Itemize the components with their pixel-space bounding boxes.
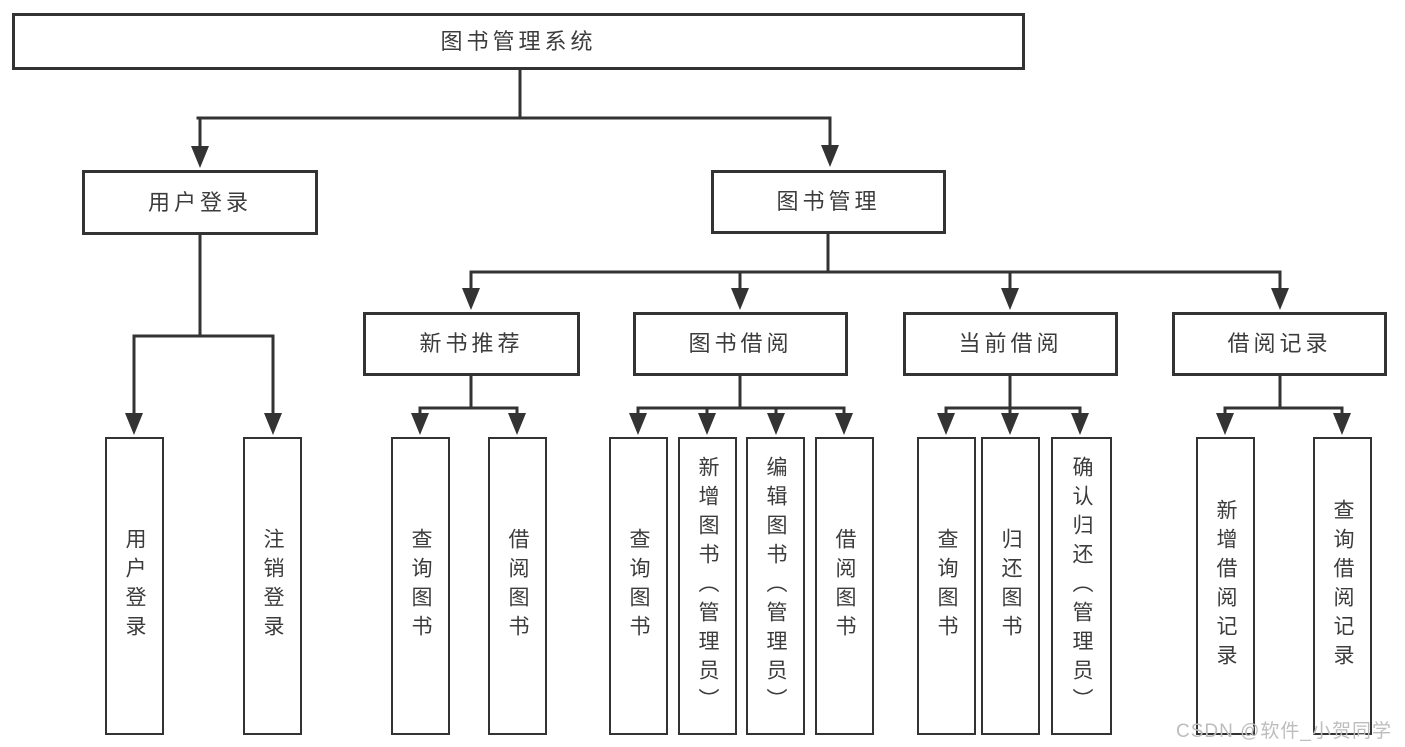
connector-borrowrecords-to-leaves (1223, 374, 1344, 420)
leaf-query-books-borrow: 查询图书 (609, 437, 668, 735)
leaf-borrow-books-recommend: 借阅图书 (488, 437, 547, 735)
connector-currentborrow-to-leaves (944, 374, 1082, 420)
watermark: CSDN @软件_小贺同学 (1176, 721, 1392, 742)
arrowheads (125, 145, 1351, 435)
node-book-management: 图书管理 (711, 170, 946, 234)
connector-newbooks-to-leaves (418, 374, 519, 420)
leaf-return-books: 归还图书 (981, 437, 1040, 735)
leaf-edit-books-admin: 编辑图书（管理员） (746, 437, 805, 735)
node-root-system: 图书管理系统 (12, 13, 1025, 70)
leaf-add-books-admin: 新增图书（管理员） (678, 437, 737, 735)
node-borrow-records: 借阅记录 (1172, 312, 1387, 376)
node-current-borrow: 当前借阅 (903, 312, 1118, 376)
leaf-query-borrow-record: 查询借阅记录 (1313, 437, 1372, 735)
leaf-logout: 注销登录 (243, 437, 302, 735)
connector-bookborrow-to-leaves (636, 374, 846, 420)
node-user-login: 用户登录 (82, 170, 318, 235)
leaf-borrow-books: 借阅图书 (815, 437, 874, 735)
node-new-book-recommend: 新书推荐 (363, 312, 580, 376)
leaf-confirm-return-admin: 确认归还（管理员） (1051, 437, 1112, 735)
leaf-user-login: 用户登录 (105, 437, 164, 735)
connector-bookmgmt-to-level3 (469, 231, 1282, 294)
node-book-borrow: 图书借阅 (633, 312, 848, 376)
leaf-add-borrow-record: 新增借阅记录 (1196, 437, 1255, 735)
leaf-query-books-recommend: 查询图书 (391, 437, 450, 735)
leaf-query-books-current: 查询图书 (917, 437, 976, 735)
connector-userlogin-to-leaves (132, 233, 275, 420)
connector-root-to-level2 (196, 68, 832, 152)
